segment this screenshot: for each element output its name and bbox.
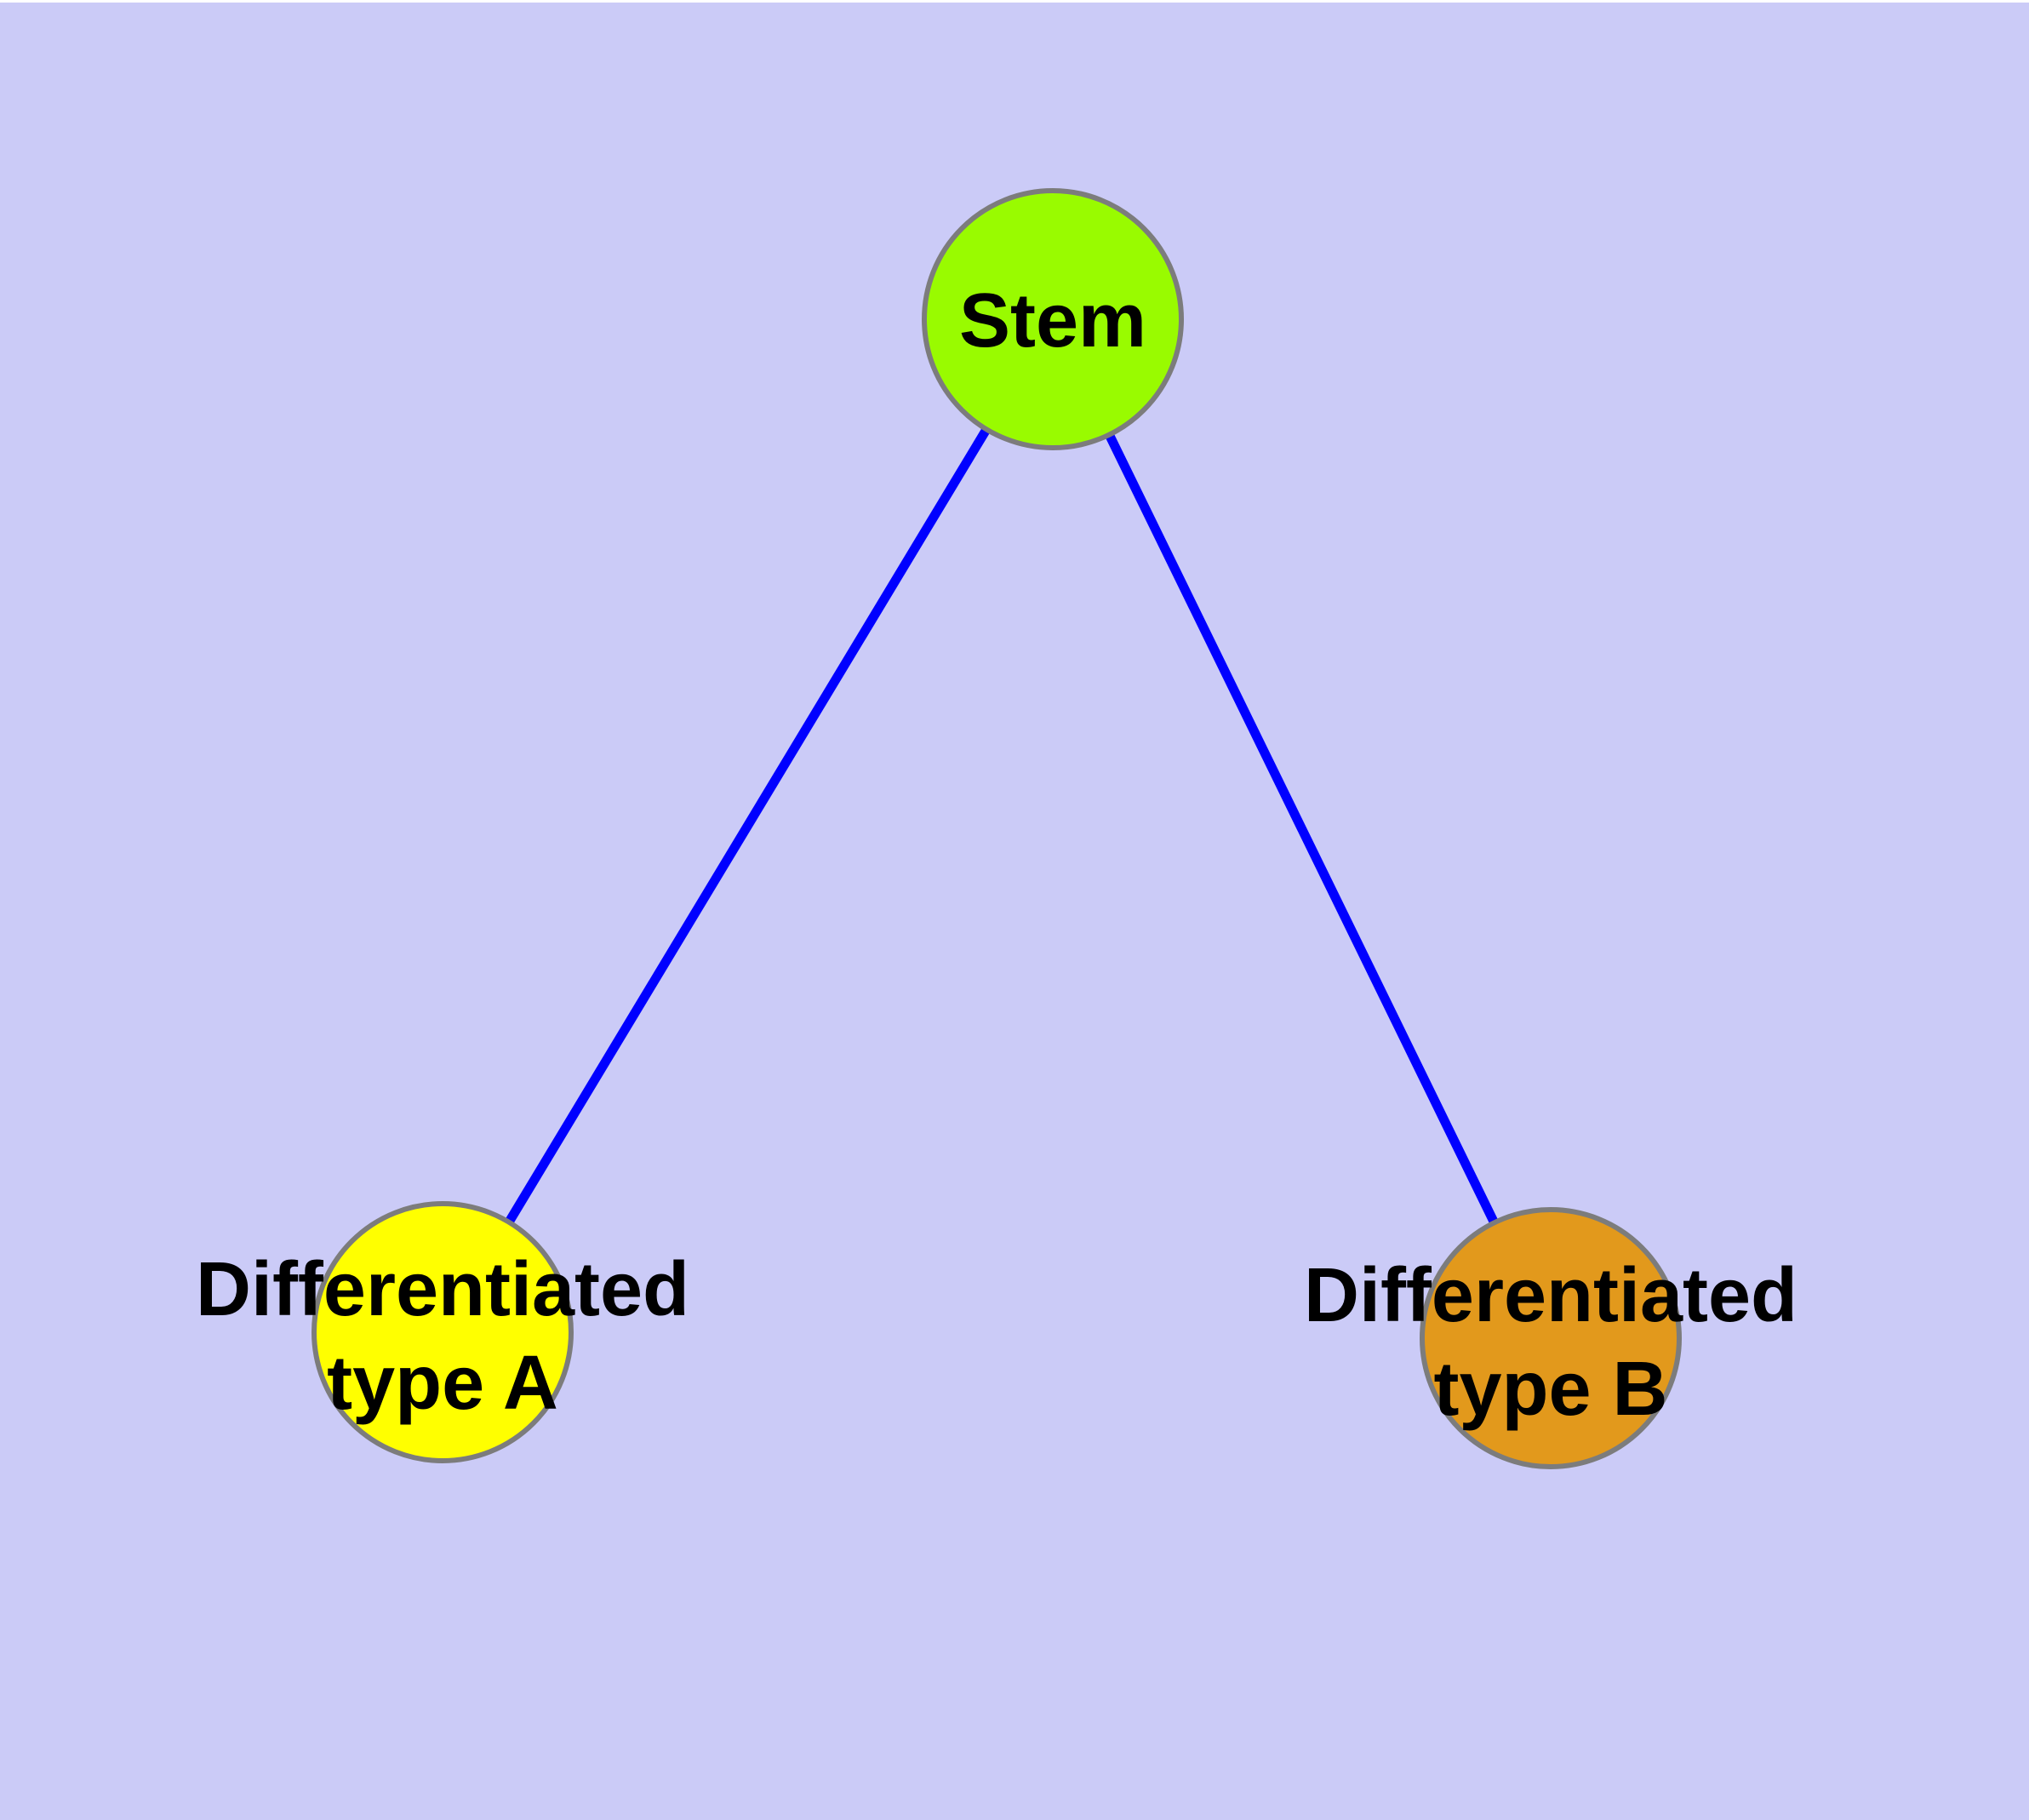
top-margin-strip bbox=[0, 0, 2029, 3]
edge-stem-to-type-a bbox=[438, 317, 1057, 1335]
node-type-a-label-line1: Differentiated bbox=[196, 1247, 689, 1332]
edge-stem-to-type-b bbox=[1049, 317, 1555, 1341]
node-type-a-label-line2: type A bbox=[327, 1341, 558, 1426]
node-stem-circle bbox=[922, 188, 1184, 450]
node-stem-label: Stem bbox=[959, 278, 1146, 363]
node-type-b-label-line2: type B bbox=[1433, 1347, 1667, 1432]
node-type-b-circle bbox=[1420, 1207, 1682, 1469]
node-type-a-circle bbox=[311, 1201, 574, 1463]
node-type-b-label-line1: Differentiated bbox=[1304, 1253, 1798, 1338]
